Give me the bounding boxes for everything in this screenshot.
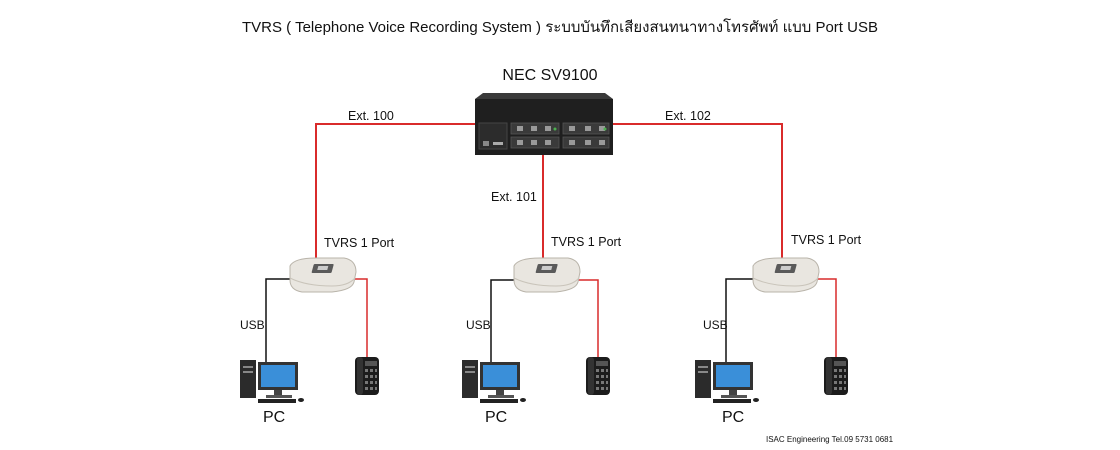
- usb-label-1: USB: [240, 318, 265, 332]
- usb-label-2: USB: [466, 318, 491, 332]
- usb-label-3: USB: [703, 318, 728, 332]
- recorder-3-label: TVRS 1 Port: [791, 233, 862, 247]
- usb-wire-1: [265, 278, 292, 362]
- desk-phone-icon: [586, 357, 610, 395]
- usb-wire-2: [490, 279, 516, 362]
- usb-wire-3: [725, 278, 755, 362]
- phone-wire-2: [574, 279, 599, 362]
- pc-computer-icon: [695, 360, 759, 403]
- pbx-label: NEC SV9100: [502, 67, 598, 84]
- recorder-2-label: TVRS 1 Port: [551, 235, 622, 249]
- desk-phone-icon: [824, 357, 848, 395]
- wire-ext-102: [612, 123, 783, 267]
- pc-computer-icon: [462, 360, 526, 403]
- phone-wire-1: [350, 278, 368, 362]
- pc-computer-icon: [240, 360, 304, 403]
- diagram-title: TVRS ( Telephone Voice Recording System …: [242, 19, 878, 36]
- ext-100-label: Ext. 100: [348, 109, 394, 123]
- pbx-rack-icon: [475, 93, 613, 155]
- pc-label-2: PC: [485, 409, 508, 426]
- ext-101-label: Ext. 101: [491, 190, 537, 204]
- tvrs-recorder-icon: [513, 257, 581, 293]
- pc-label-3: PC: [722, 409, 745, 426]
- tvrs-recorder-icon: [289, 257, 357, 293]
- pc-label-1: PC: [263, 409, 286, 426]
- phone-wire-3: [814, 278, 837, 362]
- desk-phone-icon: [355, 357, 379, 395]
- recorder-1-label: TVRS 1 Port: [324, 236, 395, 250]
- wire-ext-100: [315, 123, 477, 292]
- ext-102-label: Ext. 102: [665, 109, 711, 123]
- footer-credit: ISAC Engineering Tel.09 5731 0681: [766, 435, 894, 444]
- tvrs-recorder-icon: [752, 257, 820, 293]
